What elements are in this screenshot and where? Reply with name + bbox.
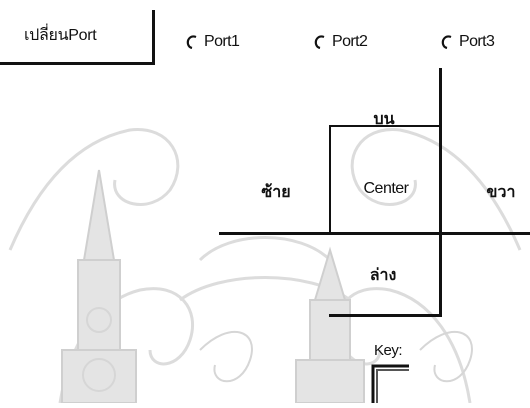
radio-port2[interactable]: Port2	[314, 30, 368, 54]
down-button-label: ล่าง	[369, 267, 397, 284]
left-button-label: ซ้าย	[261, 184, 291, 201]
radio-indicator-icon	[441, 35, 452, 49]
radio-indicator-icon	[186, 35, 197, 49]
down-button-bottom-edge	[329, 314, 442, 317]
radio-port1[interactable]: Port1	[186, 30, 240, 54]
key-label: Key:	[374, 342, 403, 359]
change-port-button[interactable]: เปลี่ยนPort	[0, 10, 155, 65]
radio-indicator-icon	[314, 35, 325, 49]
radio-port3-label: Port3	[459, 33, 495, 50]
key-input[interactable]	[371, 363, 411, 403]
up-button-label: บน	[373, 111, 395, 128]
right-button-label: ขวา	[486, 184, 516, 201]
radio-port2-label: Port2	[332, 33, 368, 50]
radio-port1-label: Port1	[204, 33, 240, 50]
key-input-border	[371, 364, 409, 403]
center-box-top-edge	[329, 125, 442, 127]
center-box-right-edge	[439, 125, 442, 317]
center-box-left-edge	[329, 125, 331, 235]
center-button-label: Center	[363, 180, 409, 197]
radio-port3[interactable]: Port3	[441, 30, 495, 54]
left-button-bottom-edge	[219, 232, 530, 235]
up-button-right-edge	[439, 68, 442, 130]
